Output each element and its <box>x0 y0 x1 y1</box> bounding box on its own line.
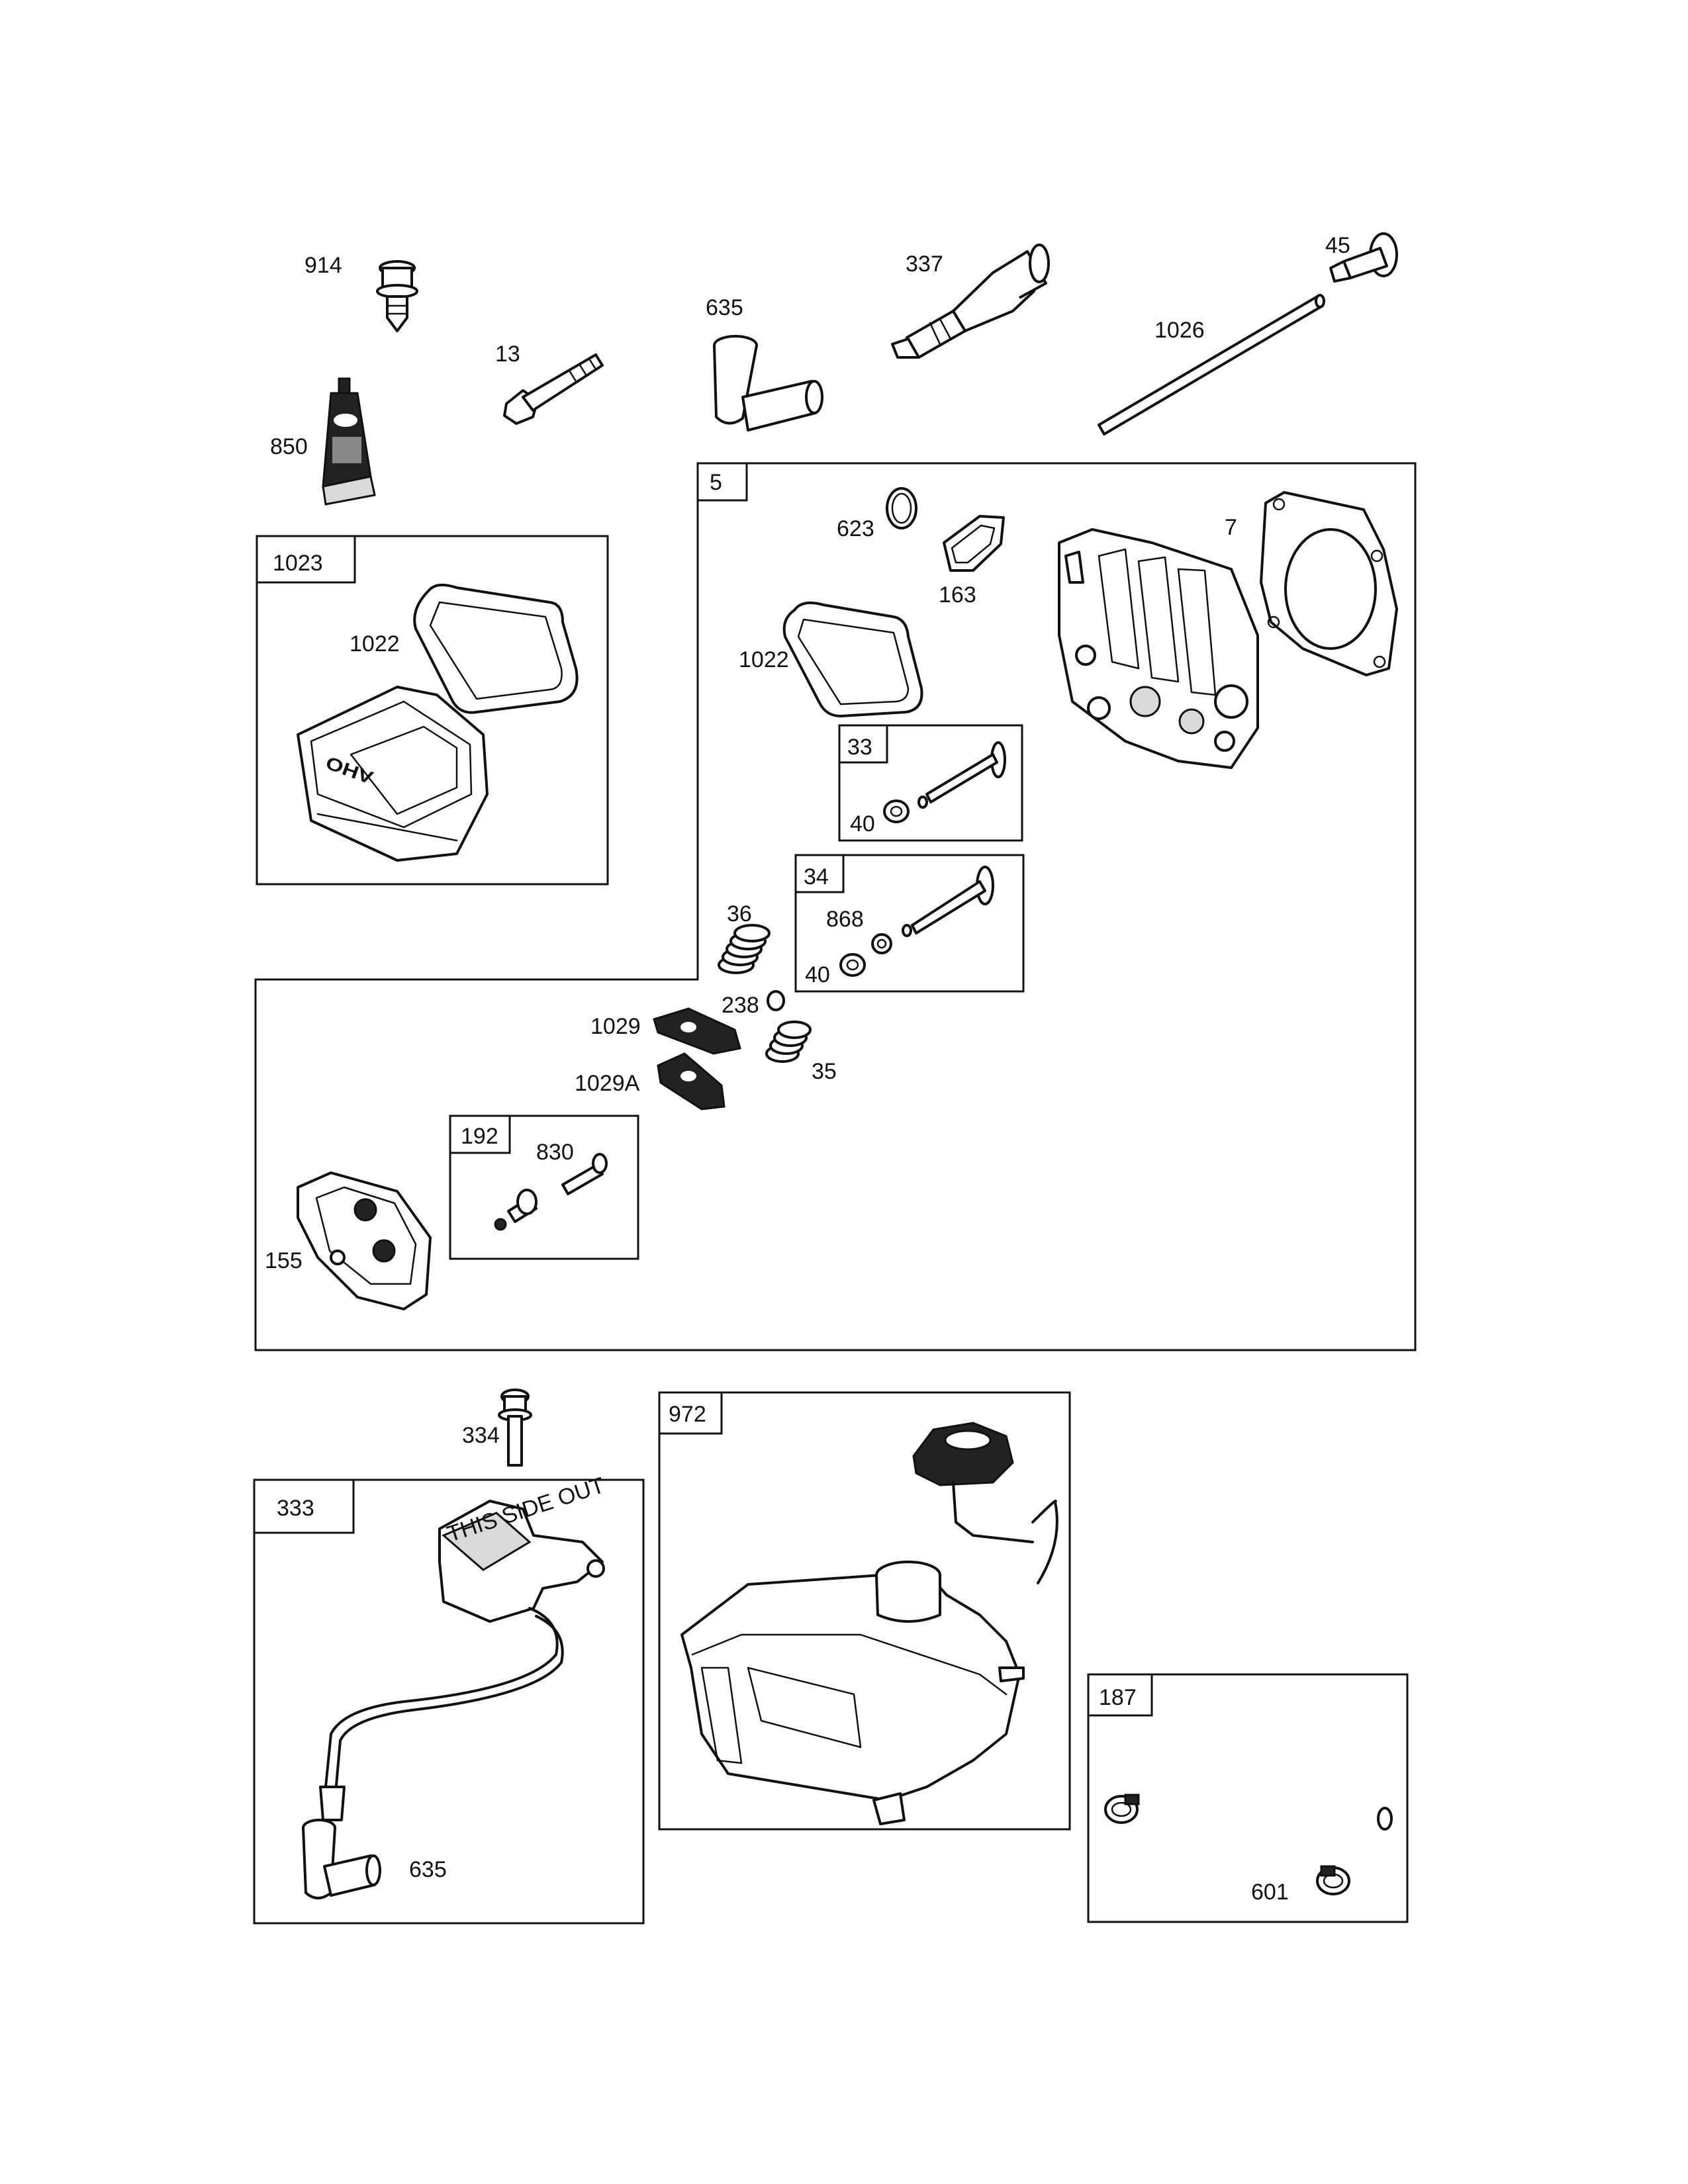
part-623-o-ring[interactable] <box>886 487 917 529</box>
part-163-gasket[interactable] <box>943 515 1005 572</box>
part-1023-valve-cover[interactable]: OHV <box>297 686 489 862</box>
kit-972-box <box>658 1391 1071 1831</box>
label-1023: 1023 <box>273 551 323 576</box>
label-623: 623 <box>837 516 874 541</box>
label-972: 972 <box>669 1402 706 1427</box>
part-1022-gasket-head-kit[interactable] <box>782 601 923 717</box>
part-33-exhaust-valve[interactable] <box>917 741 1006 809</box>
label-635-top: 635 <box>706 295 743 320</box>
label-1029: 1029 <box>590 1014 641 1039</box>
part-334-bolt[interactable] <box>498 1388 532 1467</box>
part-cylinder-head[interactable] <box>1058 528 1259 769</box>
label-850: 850 <box>270 434 308 459</box>
part-830-rocker-stud[interactable] <box>494 1153 608 1231</box>
part-34-intake-valve[interactable] <box>902 866 994 937</box>
part-1029A-rocker-arm[interactable] <box>657 1052 726 1111</box>
part-fuel-cap[interactable] <box>912 1422 1058 1584</box>
part-35-valve-spring[interactable] <box>765 1021 812 1063</box>
part-337-spark-plug[interactable] <box>891 244 1050 359</box>
label-45: 45 <box>1325 233 1350 258</box>
label-1022-cover: 1022 <box>350 631 400 657</box>
part-972-fuel-tank[interactable] <box>680 1561 1025 1825</box>
kit-192-box <box>449 1115 639 1260</box>
label-238: 238 <box>722 993 759 1018</box>
label-601: 601 <box>1251 1880 1289 1905</box>
part-635-spark-plug-boot-lower[interactable] <box>302 1819 381 1899</box>
part-45-rocker-stud[interactable] <box>1329 232 1398 283</box>
label-34: 34 <box>804 864 829 889</box>
label-13: 13 <box>495 341 520 367</box>
label-1029A: 1029A <box>575 1071 640 1096</box>
kit-33-box <box>838 724 1023 842</box>
part-40-valve-seal-b[interactable] <box>839 953 866 977</box>
part-36-valve-spring[interactable] <box>718 924 771 974</box>
label-155: 155 <box>265 1248 303 1273</box>
label-5: 5 <box>710 470 722 495</box>
part-1026-push-rod[interactable] <box>1098 294 1325 435</box>
part-187-fuel-line[interactable] <box>1105 1727 1393 1831</box>
part-868-valve-retainer[interactable] <box>871 933 892 954</box>
label-33: 33 <box>847 735 872 760</box>
part-155-rocker-plate[interactable] <box>297 1171 432 1310</box>
label-36: 36 <box>727 901 752 927</box>
label-337: 337 <box>906 251 943 277</box>
kit-1023-box <box>256 535 609 886</box>
part-850-sealant-tube[interactable] <box>322 377 376 506</box>
label-333: 333 <box>277 1496 314 1521</box>
part-601-hose-clamp-b[interactable] <box>1316 1865 1350 1895</box>
label-35: 35 <box>812 1059 837 1084</box>
label-635-bottom: 635 <box>409 1857 447 1882</box>
label-868: 868 <box>826 907 864 932</box>
label-163: 163 <box>939 582 976 608</box>
part-914-bolt[interactable] <box>376 260 418 332</box>
kit-187-box <box>1087 1673 1409 1923</box>
part-13-long-bolt[interactable] <box>503 353 604 425</box>
kit-5-box <box>254 462 1417 1351</box>
label-192: 192 <box>461 1124 498 1149</box>
label-7: 7 <box>1225 515 1237 540</box>
label-1022-head: 1022 <box>739 647 789 672</box>
part-238-valve-cap[interactable] <box>767 990 785 1011</box>
kit-34-box <box>794 854 1025 993</box>
label-830: 830 <box>536 1140 574 1165</box>
part-1029-rocker-arm[interactable] <box>653 1007 741 1055</box>
part-7-head-gasket[interactable] <box>1260 491 1398 676</box>
label-914: 914 <box>305 253 342 278</box>
label-187: 187 <box>1099 1685 1137 1710</box>
label-40-a: 40 <box>850 811 875 837</box>
part-40-valve-seal-a[interactable] <box>883 799 910 823</box>
part-601-hose-clamp-a[interactable] <box>1104 1794 1140 1824</box>
part-635-spark-plug-boot[interactable] <box>713 335 823 432</box>
label-40-b: 40 <box>805 962 830 987</box>
label-334: 334 <box>462 1423 500 1448</box>
part-1022-gasket-cover-kit[interactable] <box>413 583 579 714</box>
kit-333-box <box>253 1479 645 1925</box>
part-333-ignition-coil[interactable]: THIS SIDE OUT <box>319 1473 608 1821</box>
label-1026: 1026 <box>1154 318 1205 343</box>
